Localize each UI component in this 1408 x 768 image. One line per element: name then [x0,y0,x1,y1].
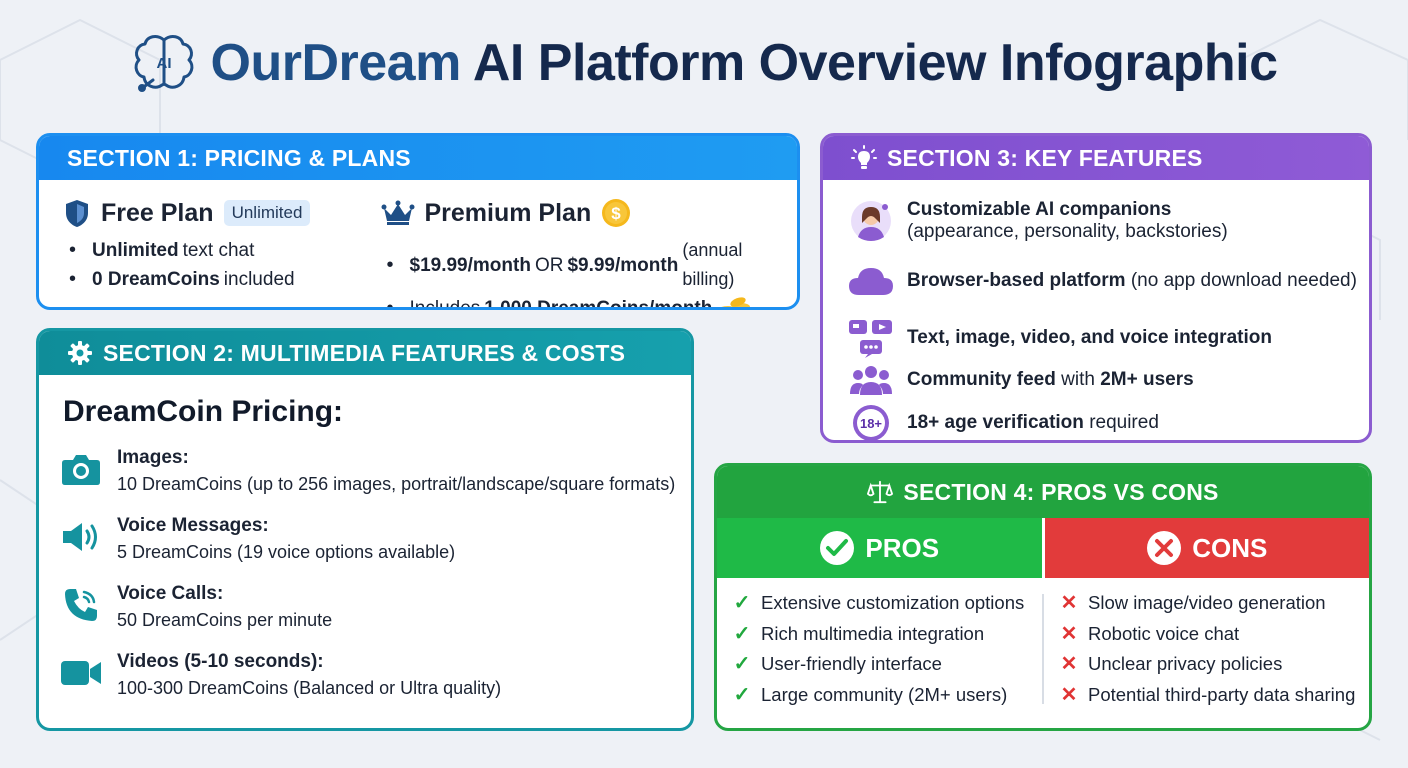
svg-text:18+: 18+ [860,416,882,431]
key-features-card: SECTION 3: KEY FEATURES Customizable AI … [820,133,1372,443]
lightbulb-icon [851,145,877,169]
phone-icon [65,589,97,621]
pricing-item-voice-calls: Voice Calls: 50 DreamCoins per minute [39,581,691,649]
section4-title: SECTION 4: PROS VS CONS [903,478,1219,505]
x-icon: ✕ [1060,653,1078,675]
page-title: OurDream AI Platform Overview Infographi… [211,33,1278,93]
brand-name: OurDream [210,34,462,92]
coins-stack-icon [720,296,751,307]
con-item: ✕Unclear privacy policies [1044,649,1369,680]
feature-community-feed: Community feed with 2M+ users [823,360,1369,400]
divider [1042,594,1044,704]
shield-icon [66,200,88,227]
brain-ai-icon: AI [134,35,193,92]
header: AI OurDream AI Platform Overview Infogra… [0,30,1408,96]
section3-title: SECTION 3: KEY FEATURES [887,144,1203,171]
section4-header: SECTION 4: PROS VS CONS [717,466,1369,518]
section1-title: SECTION 1: PRICING & PLANS [67,144,411,171]
con-item: ✕Slow image/video generation [1044,588,1369,619]
check-icon: ✓ [733,592,751,614]
unlimited-badge: Unlimited [223,200,311,226]
dreamcoin-pricing-heading: DreamCoin Pricing: [63,395,344,428]
cloud-icon [849,268,893,295]
age-18-badge-icon: 18+ [853,405,889,440]
check-icon: ✓ [733,683,751,706]
con-item: ✕Robotic voice chat [1044,619,1369,650]
section3-header: SECTION 3: KEY FEATURES [823,136,1369,180]
crown-icon [381,200,414,225]
section2-title: SECTION 2: MULTIMEDIA FEATURES & COSTS [103,339,626,366]
cons-header: CONS [1044,518,1369,578]
check-icon: ✓ [733,622,751,645]
pros-list: ✓Extensive customization options ✓Rich m… [717,588,1042,710]
pricing-item-images: Images: 10 DreamCoins (up to 256 images,… [39,445,691,513]
feature-ai-companions: Customizable AI companions(appearance, p… [823,198,1369,244]
pros-cons-card: SECTION 4: PROS VS CONS PROS CONS ✓Exten… [714,463,1372,731]
gear-icon [68,341,92,365]
svg-text:$: $ [612,204,622,223]
x-icon: ✕ [1060,683,1078,706]
cons-list: ✕Slow image/video generation ✕Robotic vo… [1044,588,1369,710]
pricing-plans-card: SECTION 1: PRICING & PLANS Free Plan Unl… [36,133,800,310]
section1-header: SECTION 1: PRICING & PLANS [39,136,797,180]
multimedia-costs-card: SECTION 2: MULTIMEDIA FEATURES & COSTS D… [36,328,694,731]
pro-item: ✓Rich multimedia integration [717,619,1042,650]
dollar-coin-icon: $ [602,199,631,227]
free-plan-title: Free Plan [101,198,214,227]
section2-header: SECTION 2: MULTIMEDIA FEATURES & COSTS [39,331,691,375]
video-camera-icon [61,661,101,685]
speaker-icon [63,523,97,551]
x-icon: ✕ [1060,592,1078,614]
check-circle-icon [820,531,855,565]
feature-age-verification: 18+ 18+ age verification required [823,402,1369,440]
media-integration-icon [849,320,892,358]
pros-header: PROS [717,518,1045,578]
avatar-icon [851,201,891,241]
balance-scale-icon [867,480,894,504]
pro-item: ✓Large community (2M+ users) [717,680,1042,711]
users-group-icon [850,366,892,395]
pro-item: ✓Extensive customization options [717,588,1042,619]
premium-plan: Premium Plan $ $19.99/monthOR$9.99/month… [361,196,798,307]
camera-icon [62,455,100,485]
feature-multimedia-integration: Text, image, video, and voice integratio… [823,318,1369,358]
pricing-item-voice-messages: Voice Messages: 5 DreamCoins (19 voice o… [39,513,691,581]
check-icon: ✓ [733,653,751,675]
pro-item: ✓User-friendly interface [717,649,1042,680]
x-circle-icon [1147,531,1182,565]
con-item: ✕Potential third-party data sharing [1044,680,1369,711]
pricing-item-videos: Videos (5-10 seconds): 100-300 DreamCoin… [39,649,691,717]
premium-plan-title: Premium Plan [424,198,592,227]
x-icon: ✕ [1060,622,1078,645]
title-rest: AI Platform Overview Infographic [472,34,1278,92]
svg-text:AI: AI [156,55,171,72]
feature-browser-based: Browser-based platform (no app download … [823,258,1369,304]
